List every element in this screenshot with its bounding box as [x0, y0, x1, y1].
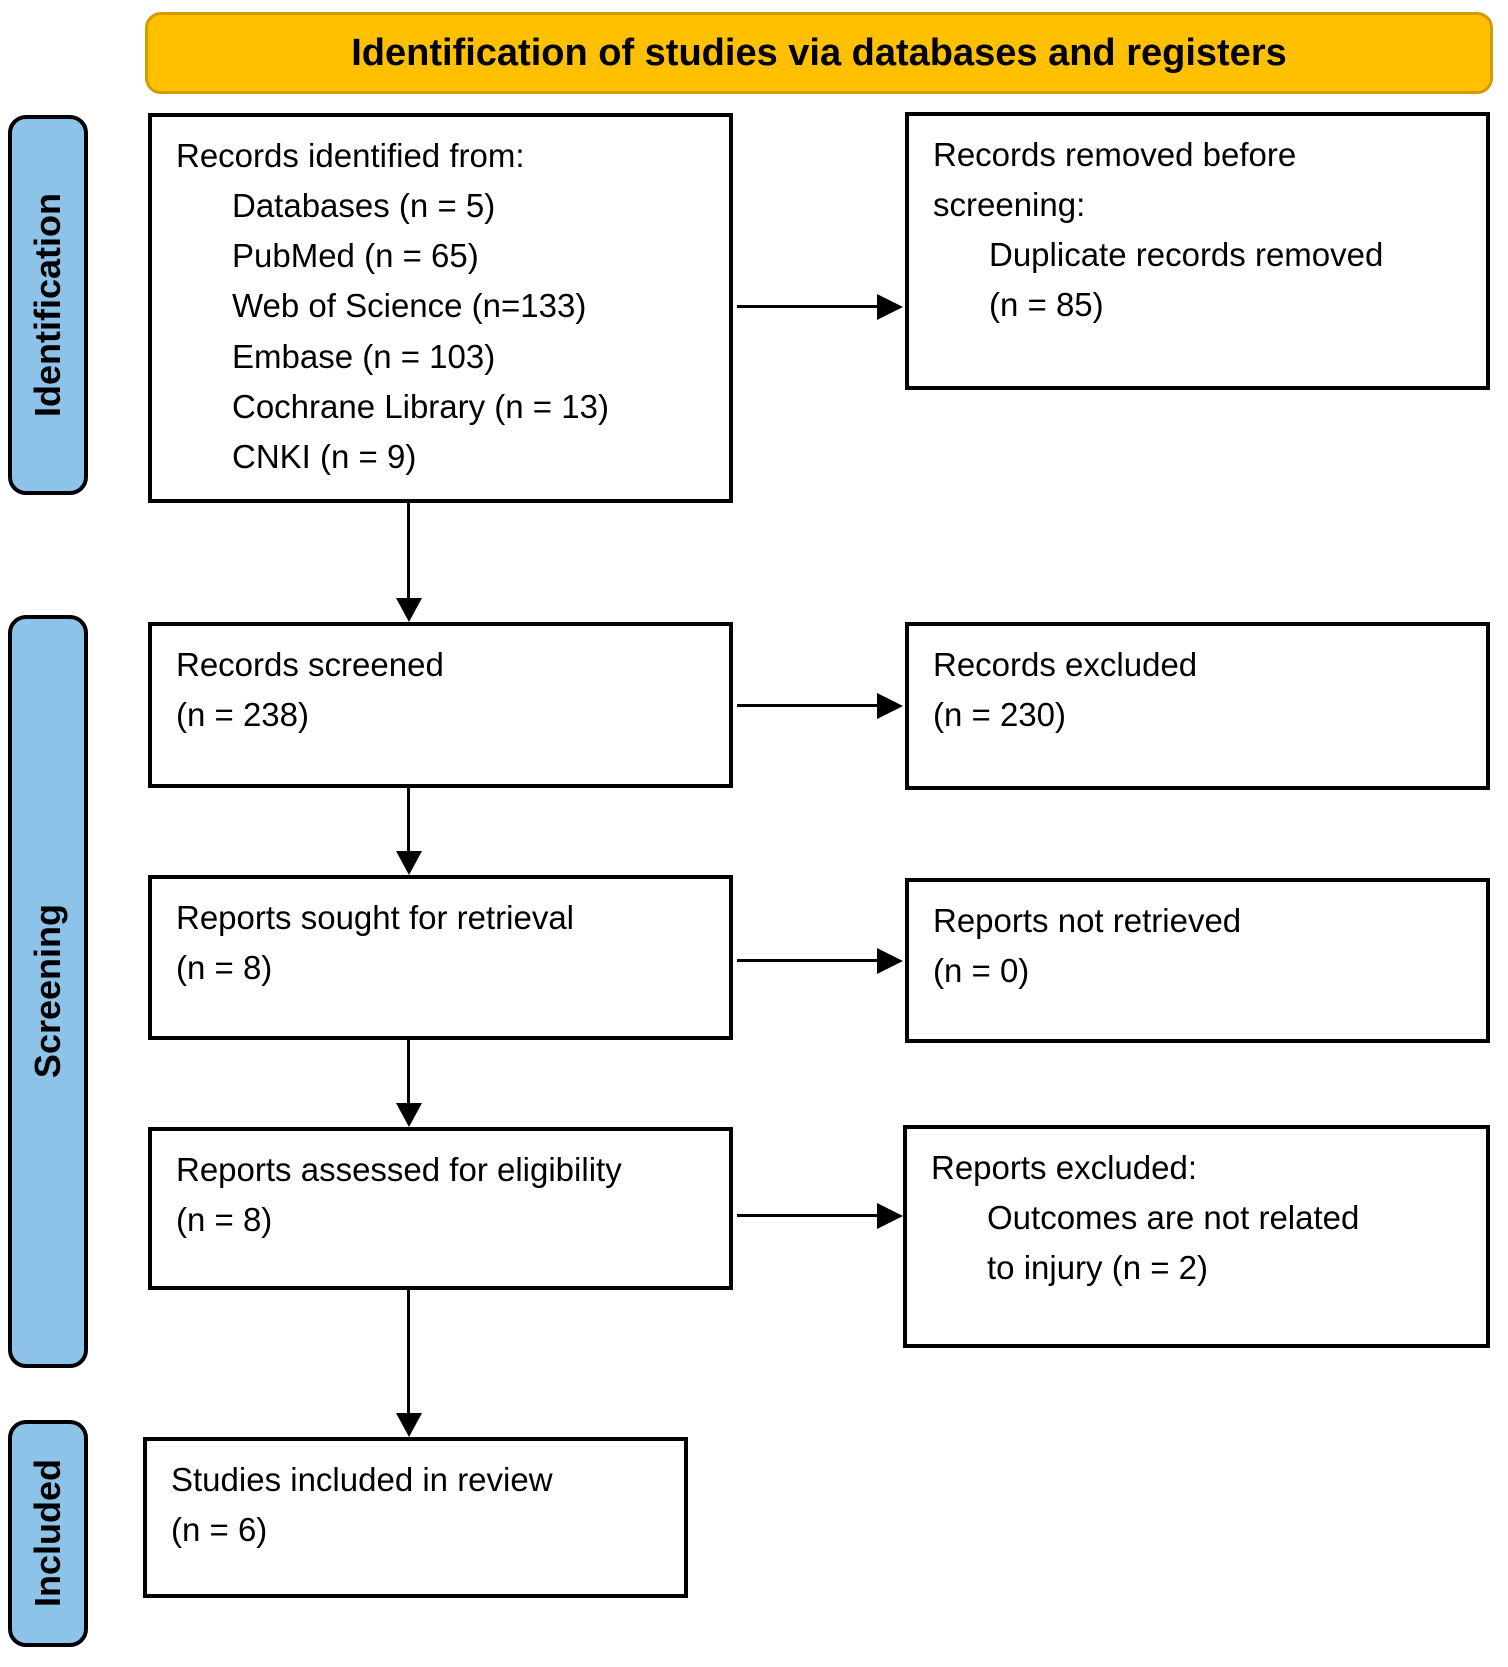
box-text-line: Reports sought for retrieval	[176, 899, 575, 936]
box-text-line: Cochrane Library (n = 13)	[232, 387, 609, 425]
box-text-line: (n = 8)	[176, 949, 273, 987]
down-arrow-sought-to-assessed	[407, 1040, 410, 1103]
box-text-line: (n = 230)	[933, 696, 1066, 734]
box-records-identified: Records identified from: Databases (n = …	[148, 113, 733, 503]
box-text-line: Records removed before	[933, 136, 1297, 173]
box-text-line: Records screened	[176, 646, 444, 683]
box-text-line: screening:	[933, 186, 1086, 224]
box-text-line: (n = 85)	[989, 286, 1104, 324]
stage-label-identification: Identification	[8, 115, 88, 495]
box-text-line: CNKI (n = 9)	[232, 437, 417, 475]
box-text-line: Studies included in review	[171, 1461, 553, 1498]
box-reports-sought-for-retrieval: Reports sought for retrieval (n = 8)	[148, 875, 733, 1040]
down-arrow-identified-to-screened	[407, 503, 410, 598]
box-records-excluded: Records excluded (n = 230)	[905, 622, 1490, 790]
down-arrow-assessed-to-included	[407, 1290, 410, 1413]
box-text-line: Records identified from:	[176, 137, 525, 174]
box-text-line: Embase (n = 103)	[232, 337, 496, 375]
stage-label-identification-text: Identification	[27, 193, 68, 417]
box-text-line: (n = 8)	[176, 1201, 273, 1239]
box-reports-not-retrieved: Reports not retrieved (n = 0)	[905, 878, 1490, 1043]
box-text-line: Records excluded	[933, 646, 1198, 683]
box-text-line: Duplicate records removed	[989, 236, 1384, 274]
box-records-removed-before-screening: Records removed before screening: Duplic…	[905, 112, 1490, 390]
stage-label-screening: Screening	[8, 615, 88, 1368]
box-text-line: (n = 238)	[176, 696, 309, 734]
stage-label-included: Included	[8, 1420, 88, 1647]
right-arrow-identified-to-removed	[737, 305, 877, 308]
box-text-line: to injury (n = 2)	[987, 1249, 1209, 1287]
stage-label-included-text: Included	[27, 1459, 68, 1608]
header-banner: Identification of studies via databases …	[145, 12, 1493, 94]
box-text-line: PubMed (n = 65)	[232, 237, 479, 275]
header-title: Identification of studies via databases …	[351, 31, 1287, 74]
box-text-line: Reports excluded:	[931, 1149, 1197, 1186]
box-text-line: Reports not retrieved	[933, 902, 1242, 939]
box-text-line: (n = 0)	[933, 952, 1030, 990]
right-arrow-sought-to-notretrieved	[737, 959, 877, 962]
right-arrow-assessed-to-reportsexcluded	[737, 1214, 877, 1217]
right-arrow-screened-to-excluded	[737, 704, 877, 707]
box-text-line: Reports assessed for eligibility	[176, 1151, 622, 1188]
box-text-line: Outcomes are not related	[987, 1199, 1360, 1237]
stage-label-screening-text: Screening	[27, 904, 68, 1079]
box-records-screened: Records screened (n = 238)	[148, 622, 733, 788]
down-arrow-screened-to-sought	[407, 788, 410, 851]
box-studies-included-in-review: Studies included in review (n = 6)	[143, 1437, 688, 1598]
box-text-line: Web of Science (n=133)	[232, 287, 587, 325]
box-text-line: (n = 6)	[171, 1511, 268, 1549]
box-text-line: Databases (n = 5)	[232, 187, 496, 225]
box-reports-assessed-for-eligibility: Reports assessed for eligibility (n = 8)	[148, 1127, 733, 1290]
box-reports-excluded: Reports excluded: Outcomes are not relat…	[903, 1125, 1490, 1348]
